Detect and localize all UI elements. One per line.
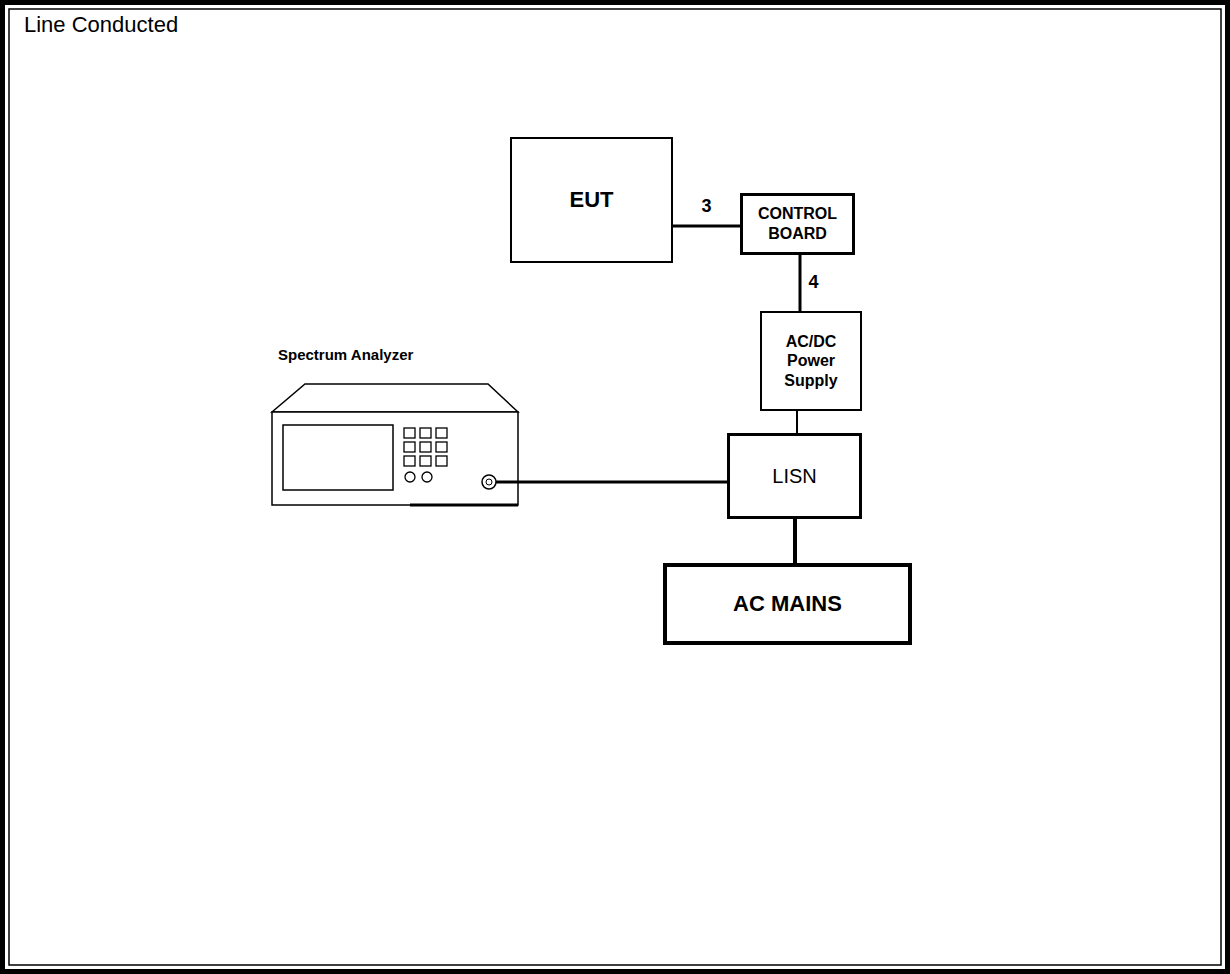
outer-border	[3, 3, 1228, 972]
control-board-box: CONTROL BOARD	[740, 193, 855, 255]
inner-border	[9, 9, 1221, 965]
eut-box: EUT	[510, 137, 673, 263]
cable-line	[793, 519, 797, 563]
box-label: AC MAINS	[733, 591, 842, 617]
box-label: CONTROL BOARD	[747, 204, 848, 244]
cable-line	[522, 481, 727, 484]
box-label: AC/DC Power Supply	[766, 332, 856, 390]
ac-mains-box: AC MAINS	[663, 563, 912, 645]
cable-number: 4	[807, 273, 821, 293]
lisn-box: LISN	[727, 433, 862, 519]
box-label: LISN	[772, 464, 816, 488]
box-label: EUT	[570, 187, 614, 213]
cable-line	[796, 411, 798, 433]
spectrum-analyzer-illustration	[270, 340, 522, 510]
cable-line	[799, 255, 802, 311]
spectrum-analyzer: Spectrum Analyzer	[270, 340, 522, 510]
cable-number: 3	[699, 197, 713, 217]
device-label: Spectrum Analyzer	[278, 346, 413, 364]
cable-line	[673, 225, 740, 228]
diagram-title: Line Conducted	[24, 12, 178, 38]
power-supply-box: AC/DC Power Supply	[760, 311, 862, 411]
